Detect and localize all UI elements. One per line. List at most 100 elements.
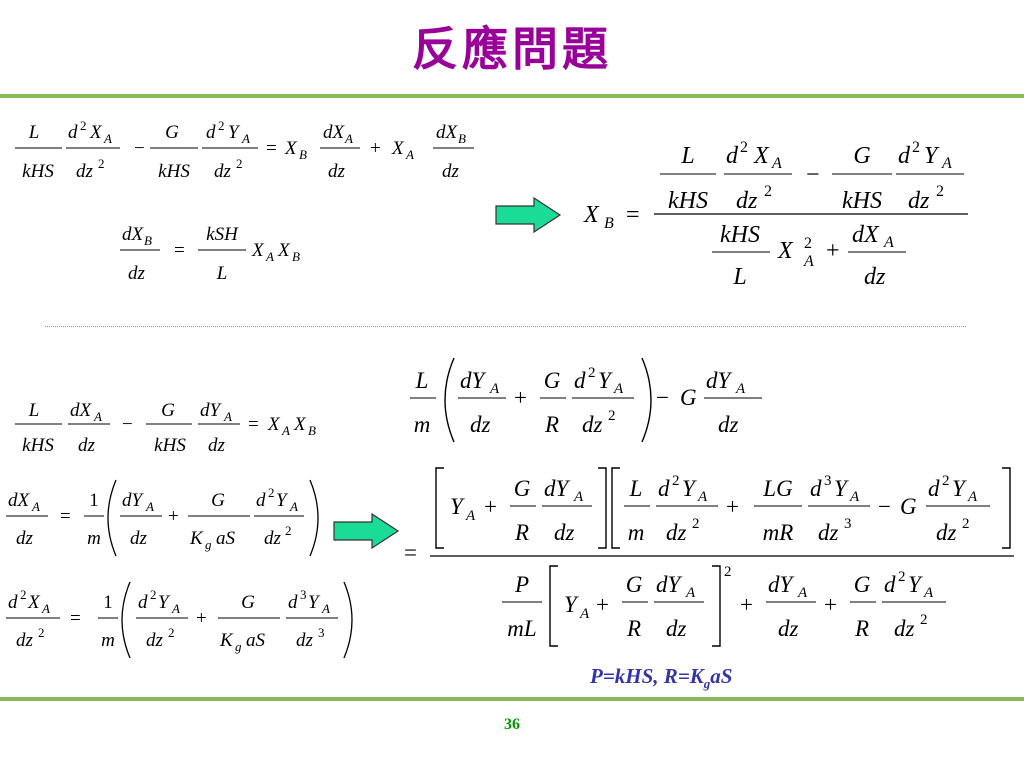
svg-text:d: d	[288, 592, 298, 613]
right-arrow-icon-2	[332, 512, 400, 555]
svg-text:dz: dz	[894, 616, 915, 641]
svg-text:dz: dz	[328, 161, 346, 182]
svg-text:B: B	[144, 233, 152, 248]
svg-text:B: B	[604, 215, 614, 232]
svg-text:dY: dY	[544, 476, 571, 501]
svg-text:R: R	[544, 412, 559, 437]
svg-text:kHS: kHS	[158, 161, 190, 182]
svg-text:A: A	[685, 585, 696, 601]
svg-text:A: A	[967, 489, 978, 505]
right-arrow-icon	[494, 196, 562, 239]
svg-text:A: A	[849, 489, 860, 505]
svg-text:d: d	[574, 368, 586, 393]
svg-text:dz: dz	[16, 630, 34, 651]
svg-text:A: A	[697, 489, 708, 505]
svg-text:m: m	[87, 528, 101, 549]
svg-text:X: X	[391, 138, 405, 159]
svg-text:3: 3	[844, 516, 852, 532]
svg-text:Y: Y	[682, 476, 697, 501]
svg-text:2: 2	[80, 118, 87, 133]
svg-text:dY: dY	[656, 572, 683, 597]
svg-text:d: d	[726, 143, 739, 169]
svg-text:mL: mL	[507, 616, 536, 641]
svg-text:+: +	[168, 506, 179, 527]
svg-text:A: A	[31, 499, 40, 514]
svg-text:dz: dz	[936, 520, 957, 545]
svg-text:A: A	[241, 131, 250, 146]
svg-text:G: G	[900, 494, 917, 519]
svg-text:P: P	[514, 572, 529, 597]
svg-text:dX: dX	[323, 122, 346, 143]
svg-text:m: m	[101, 630, 115, 651]
svg-text:2: 2	[98, 156, 105, 171]
svg-text:X: X	[89, 122, 103, 143]
svg-text:A: A	[103, 131, 112, 146]
svg-text:d: d	[884, 572, 896, 597]
svg-text:A: A	[579, 606, 590, 622]
svg-text:L: L	[28, 400, 40, 421]
svg-text:A: A	[344, 131, 353, 146]
svg-text:B: B	[292, 249, 300, 264]
svg-text:m: m	[414, 412, 431, 437]
svg-text:dY: dY	[706, 368, 733, 393]
svg-text:L: L	[216, 263, 228, 284]
svg-text:G: G	[680, 385, 697, 410]
svg-text:dz: dz	[554, 520, 575, 545]
svg-text:dz: dz	[666, 520, 687, 545]
svg-text:dz: dz	[78, 435, 96, 456]
svg-text:=: =	[248, 414, 259, 435]
section-divider	[45, 326, 966, 327]
svg-text:2: 2	[268, 485, 275, 500]
svg-text:dX: dX	[122, 224, 145, 245]
svg-text:Y: Y	[450, 494, 465, 519]
svg-text:−: −	[806, 162, 820, 188]
svg-text:dz: dz	[778, 616, 799, 641]
svg-text:d: d	[138, 592, 148, 613]
svg-text:+: +	[514, 385, 527, 410]
svg-text:2: 2	[236, 156, 243, 171]
svg-text:Y: Y	[952, 476, 967, 501]
svg-text:3: 3	[318, 625, 325, 640]
svg-text:aS: aS	[216, 528, 236, 549]
svg-text:dz: dz	[16, 528, 34, 549]
svg-text:A: A	[771, 155, 782, 172]
svg-text:A: A	[405, 147, 414, 162]
svg-text:+: +	[824, 592, 837, 617]
svg-text:2: 2	[150, 587, 157, 602]
svg-text:2: 2	[168, 625, 175, 640]
svg-text:3: 3	[824, 473, 832, 489]
svg-text:kHS: kHS	[720, 222, 760, 248]
svg-text:G: G	[853, 143, 870, 169]
svg-text:A: A	[489, 381, 500, 397]
svg-text:−: −	[134, 138, 145, 159]
svg-text:2: 2	[764, 183, 772, 200]
svg-text:mR: mR	[763, 520, 794, 545]
svg-text:Y: Y	[598, 368, 613, 393]
svg-text:X: X	[27, 592, 41, 613]
svg-text:2: 2	[804, 235, 812, 252]
svg-text:G: G	[211, 490, 225, 511]
svg-text:aS: aS	[246, 630, 266, 651]
svg-text:dz: dz	[582, 412, 603, 437]
svg-text:X: X	[777, 238, 794, 264]
svg-text:G: G	[165, 122, 179, 143]
svg-text:dz: dz	[666, 616, 687, 641]
svg-text:d: d	[8, 592, 18, 613]
svg-text:g: g	[205, 537, 212, 552]
svg-text:LG: LG	[762, 476, 793, 501]
svg-text:R: R	[514, 520, 529, 545]
svg-text:G: G	[854, 572, 871, 597]
svg-text:dz: dz	[818, 520, 839, 545]
svg-text:Y: Y	[158, 592, 171, 613]
svg-text:X: X	[277, 240, 291, 261]
svg-text:kHS: kHS	[668, 188, 708, 214]
svg-text:A: A	[941, 155, 952, 172]
svg-text:A: A	[465, 508, 476, 524]
svg-text:R: R	[626, 616, 641, 641]
svg-text:2: 2	[740, 139, 748, 156]
svg-text:A: A	[41, 601, 50, 616]
svg-text:G: G	[626, 572, 643, 597]
svg-text:dz: dz	[864, 264, 886, 290]
svg-text:d: d	[206, 122, 216, 143]
